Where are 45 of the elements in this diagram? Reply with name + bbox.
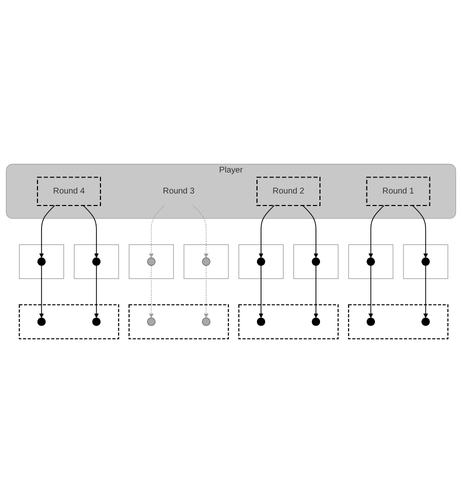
arrow bbox=[94, 264, 99, 318]
node-text: Round 3 bbox=[162, 186, 195, 196]
node-circle bbox=[422, 257, 430, 266]
cluster bbox=[348, 304, 448, 339]
node-circle bbox=[92, 317, 101, 326]
arrow bbox=[39, 264, 44, 318]
node-circle bbox=[37, 317, 46, 326]
arrow bbox=[204, 264, 208, 318]
node-circle bbox=[366, 317, 375, 326]
node-box: Round 1 bbox=[366, 176, 430, 206]
cluster bbox=[128, 244, 174, 278]
node-circle bbox=[256, 257, 266, 266]
arrow bbox=[314, 264, 318, 318]
arrow bbox=[412, 204, 428, 258]
node-circle bbox=[147, 257, 156, 266]
arrow bbox=[149, 204, 165, 258]
arrow bbox=[368, 264, 374, 318]
node-circle bbox=[92, 257, 101, 266]
cluster bbox=[238, 304, 339, 339]
node-circle bbox=[256, 317, 266, 326]
arrow bbox=[258, 264, 264, 318]
arrow bbox=[423, 264, 428, 318]
cluster bbox=[74, 244, 119, 278]
cluster bbox=[128, 304, 229, 339]
node-circle bbox=[312, 317, 320, 326]
cluster bbox=[403, 244, 448, 278]
cluster bbox=[19, 244, 64, 278]
node-circle bbox=[202, 257, 210, 266]
cluster bbox=[184, 244, 229, 278]
cluster bbox=[348, 244, 394, 278]
cluster bbox=[18, 304, 120, 339]
arrow bbox=[302, 204, 318, 258]
node-circle bbox=[366, 257, 375, 266]
node-circle bbox=[147, 317, 156, 326]
cluster bbox=[238, 244, 284, 278]
arrow bbox=[192, 204, 208, 258]
node-circle bbox=[312, 257, 320, 266]
node-box: Round 4 bbox=[36, 176, 101, 206]
node-box: Round 2 bbox=[256, 176, 320, 206]
cluster bbox=[293, 244, 338, 278]
node-circle bbox=[202, 317, 210, 326]
arrow bbox=[82, 204, 99, 258]
arrow bbox=[149, 264, 154, 318]
node-circle bbox=[37, 257, 46, 266]
node-circle bbox=[422, 317, 430, 326]
